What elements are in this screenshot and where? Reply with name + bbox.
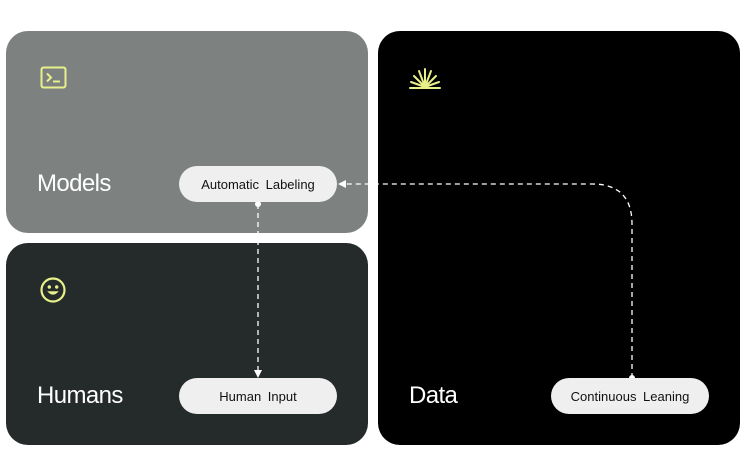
humans-title: Humans xyxy=(37,382,123,409)
data-title: Data xyxy=(409,382,458,409)
models-card: Models xyxy=(6,31,368,233)
terminal-icon xyxy=(40,66,67,89)
continuous-leaning-pill: Continuous Leaning xyxy=(551,378,709,414)
sunburst-icon xyxy=(409,68,441,89)
models-title: Models xyxy=(37,170,111,197)
humans-card: Humans xyxy=(6,243,368,445)
automatic-labeling-pill: Automatic Labeling xyxy=(179,166,337,202)
human-input-pill: Human Input xyxy=(179,378,337,414)
smiley-icon xyxy=(40,277,66,303)
